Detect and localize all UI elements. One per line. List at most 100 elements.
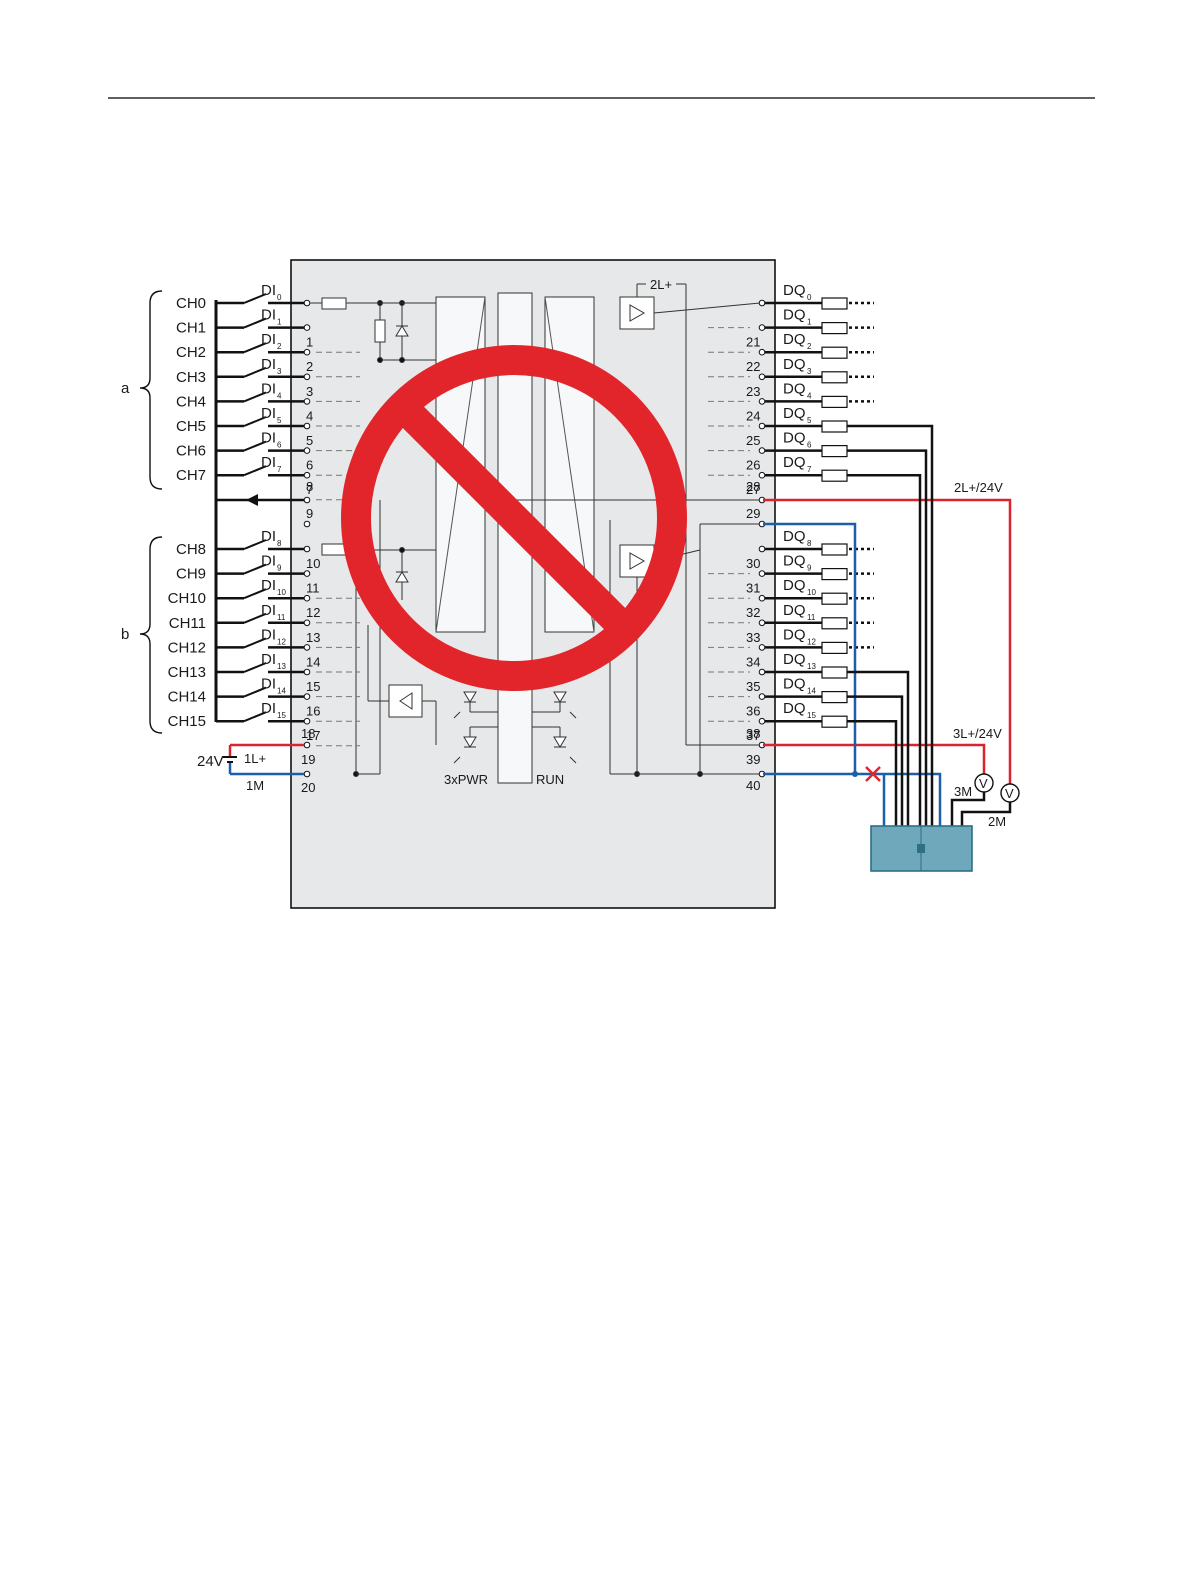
- terminal-number: 2: [306, 359, 313, 374]
- input-resistor-b: [321, 543, 347, 556]
- di-subscript: 4: [277, 391, 282, 400]
- terminal-number: 32: [746, 605, 760, 620]
- terminal-number: 6: [306, 458, 313, 473]
- switch-contact-icon: [243, 465, 267, 477]
- terminal-number: 30: [746, 556, 760, 571]
- terminal-point: [303, 520, 311, 528]
- load-resistor-icon: [821, 322, 848, 335]
- switch-contact-icon: [243, 416, 267, 427]
- terminal-number: 26: [746, 458, 760, 473]
- dq-subscript: 4: [807, 391, 812, 400]
- terminal-point: [758, 717, 766, 725]
- switch-contact-icon: [243, 539, 267, 550]
- channel-label: CH6: [176, 443, 206, 460]
- led-run-icon: [532, 691, 577, 764]
- terminal-number: 7: [306, 482, 313, 497]
- channel-label: CH15: [168, 713, 206, 730]
- terminal-number: 19: [301, 752, 315, 767]
- dq-label: DQ: [783, 602, 806, 619]
- voltmeter-2-label: V: [1005, 786, 1014, 801]
- terminal-point: [303, 447, 311, 454]
- group-label-b: b: [121, 626, 129, 643]
- terminal-number: 24: [746, 408, 760, 423]
- led-run-label: RUN: [536, 772, 564, 787]
- load-resistor-icon: [821, 567, 848, 581]
- di-label: DI: [261, 405, 276, 422]
- channel-label: CH2: [176, 344, 206, 361]
- switch-contact-icon: [243, 391, 267, 403]
- dq-subscript: 2: [807, 342, 812, 351]
- terminal-point: [303, 644, 311, 651]
- dq-label: DQ: [783, 626, 806, 643]
- terminal-number: 3: [306, 384, 313, 399]
- dq-label: DQ: [783, 356, 806, 373]
- terminal-number: 17: [306, 728, 320, 743]
- terminal-point: [758, 668, 766, 676]
- load-resistor-icon: [821, 715, 848, 728]
- switch-contact-icon: [243, 637, 267, 649]
- di-subscript: 1: [277, 318, 282, 327]
- device-signal-wire: [847, 670, 910, 826]
- meas-3m-label: 3M: [954, 784, 972, 799]
- terminal-number: 23: [746, 384, 760, 399]
- channel-label: CH10: [168, 590, 206, 607]
- dq-label: DQ: [783, 454, 806, 471]
- switch-contact-icon: [243, 317, 267, 329]
- load-resistor-icon: [821, 445, 848, 458]
- switch-contact-icon: [243, 440, 267, 452]
- load-resistor-icon: [821, 395, 848, 408]
- di-subscript: 5: [277, 416, 282, 425]
- output-supply-3-label: 3L+/24V: [953, 726, 1002, 741]
- connector-icon: [917, 844, 925, 853]
- dq-subscript: 8: [807, 539, 812, 548]
- load-resistor-icon: [821, 617, 848, 630]
- dq-subscript: 15: [807, 711, 816, 720]
- dq-subscript: 14: [807, 687, 816, 696]
- dq-label: DQ: [783, 553, 806, 570]
- di-subscript: 3: [277, 367, 282, 376]
- terminal-number: 36: [746, 704, 760, 719]
- di-label: DI: [261, 430, 276, 447]
- dq-label: DQ: [783, 577, 806, 594]
- channel-label: CH3: [176, 369, 206, 386]
- input-resistor-0: [321, 297, 347, 310]
- di-label: DI: [261, 700, 276, 717]
- voltmeter-icon-2: [1000, 783, 1020, 803]
- load-resistor-icon: [821, 371, 848, 384]
- dq-label: DQ: [783, 331, 806, 348]
- terminal-number: 33: [746, 630, 760, 645]
- terminal-point: [303, 545, 311, 553]
- dq-label: DQ: [783, 651, 806, 668]
- terminal-point: [758, 594, 766, 602]
- load-resistor-icon: [821, 297, 848, 310]
- load-resistor-icon: [821, 666, 848, 679]
- switch-contact-icon: [243, 612, 267, 624]
- terminal-point: [303, 471, 311, 479]
- di-label: DI: [261, 651, 276, 668]
- terminal-point: [758, 545, 766, 553]
- terminal-number: 8: [306, 479, 313, 494]
- di-subscript: 12: [277, 637, 286, 646]
- device-signal-wire: [847, 424, 934, 826]
- output-supply-2-label: 2L+/24V: [954, 480, 1003, 495]
- terminal-point: [303, 668, 311, 676]
- load-resistor-icon: [821, 346, 848, 359]
- dq-subscript: 0: [807, 293, 812, 302]
- terminal-number: 4: [306, 408, 313, 423]
- dq-subscript: 11: [807, 613, 816, 622]
- terminal-point: [303, 717, 311, 725]
- di-label: DI: [261, 602, 276, 619]
- terminal-point: [303, 422, 311, 430]
- led-pwr-label: 3xPWR: [444, 772, 488, 787]
